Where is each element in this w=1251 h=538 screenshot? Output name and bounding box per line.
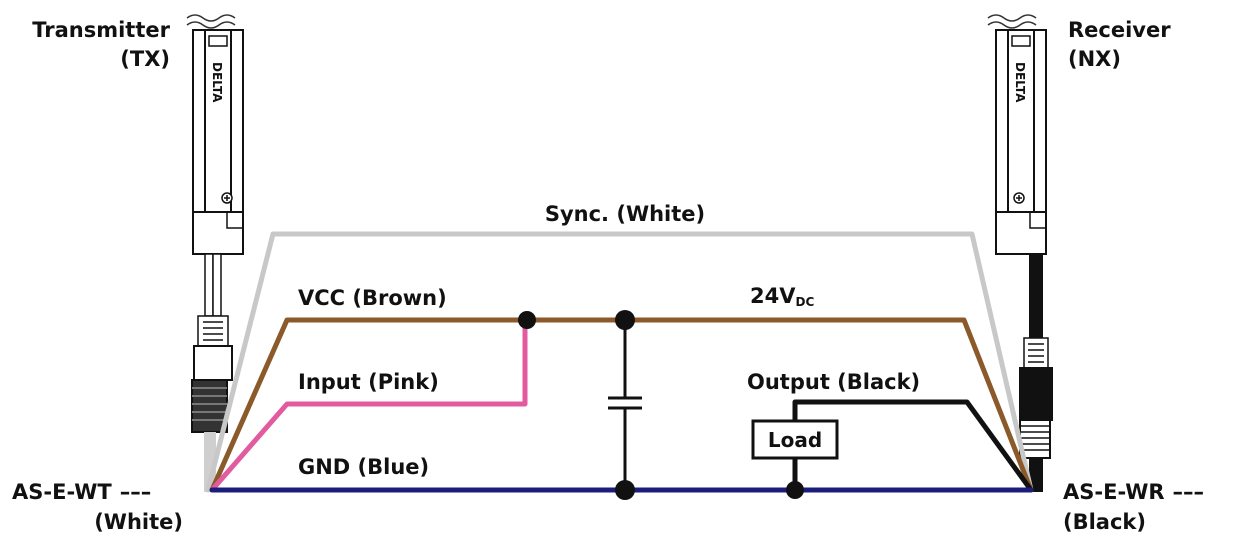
load-label: Load [768, 428, 822, 452]
transmitter-sensor: DELTA [186, 14, 244, 255]
receiver-sensor: DELTA [987, 14, 1047, 255]
receiver-code: (NX) [1068, 47, 1121, 71]
transmitter-cable-color: (White) [94, 510, 183, 534]
transmitter-body [192, 29, 244, 213]
transmitter-connector [191, 253, 233, 433]
sync-wire [205, 231, 1034, 493]
receiver-cable-model: AS-E-WR––– [1063, 480, 1204, 504]
output-wire-label: Output (Black) [747, 370, 920, 394]
transmitter-brand-logo: DELTA [210, 62, 224, 103]
receiver-name: Receiver [1068, 18, 1171, 42]
transmitter-break-mark [186, 14, 236, 29]
transmitter-name: Transmitter [32, 18, 170, 42]
receiver-brand-logo: DELTA [1013, 62, 1027, 103]
receiver-body [995, 29, 1047, 213]
vcc-wire-label: VCC (Brown) [298, 286, 447, 310]
gnd-wire-label: GND (Blue) [298, 455, 429, 479]
receiver-cable-color: (Black) [1063, 510, 1146, 534]
load-box: Load [751, 419, 839, 460]
power-supply-symbol [608, 320, 642, 490]
junction-dot-vcc-input [518, 311, 536, 329]
input-wire [209, 317, 528, 493]
supply-voltage-label: 24VDC [750, 284, 814, 309]
receiver-connector [1019, 337, 1053, 459]
transmitter-code: (TX) [120, 47, 170, 71]
junction-dot-gnd-supply [615, 480, 635, 500]
receiver-cap [995, 211, 1047, 255]
transmitter-cable-model: AS-E-WT––– [12, 480, 151, 504]
sync-wire-label: Sync. (White) [545, 202, 705, 226]
transmitter-cap [192, 211, 244, 255]
junction-dot-gnd-load [786, 481, 804, 499]
junction-dot-vcc-supply [615, 310, 635, 330]
receiver-break-mark [987, 14, 1037, 29]
supply-voltage-subscript: DC [795, 295, 814, 309]
input-wire-label: Input (Pink) [298, 370, 439, 394]
